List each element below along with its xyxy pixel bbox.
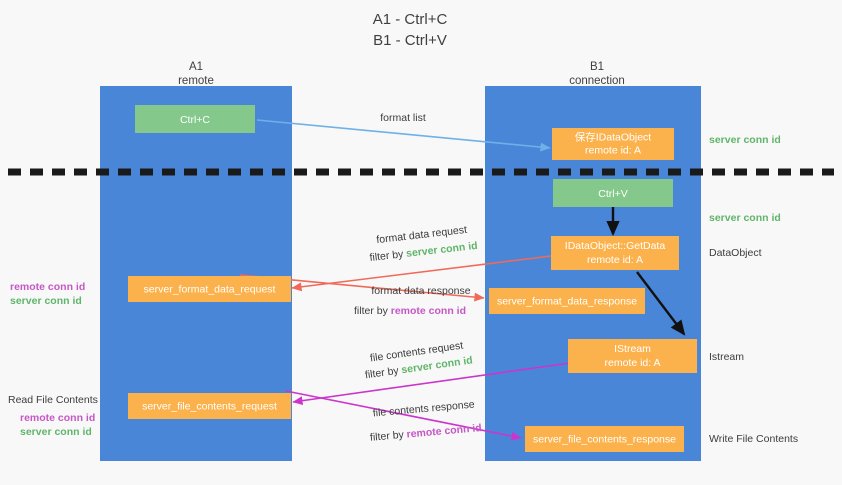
left-label-read-file-contents: Read File Contents xyxy=(8,394,98,406)
filter-prefix-1: filter by xyxy=(369,248,407,264)
arrow-format-list xyxy=(256,119,551,152)
node-server-file-contents-response[interactable]: server_file_contents_response xyxy=(525,426,684,452)
node-ctrl-v[interactable]: Ctrl+V xyxy=(553,179,673,207)
node-server-format-data-request[interactable]: server_format_data_request xyxy=(128,276,291,302)
node-server-format-data-response-label: server_format_data_response xyxy=(497,295,637,307)
arrow-label-format-list: format list xyxy=(380,112,426,124)
node-save-idataobject-line1: 保存IDataObject xyxy=(575,130,652,143)
node-save-idataobject-line2: remote id: A xyxy=(585,144,641,156)
node-server-file-contents-response-label: server_file_contents_response xyxy=(533,433,676,445)
left-label-remote-conn-id-1: remote conn id xyxy=(10,281,85,293)
node-server-format-data-response[interactable]: server_format_data_response xyxy=(489,288,645,314)
column-header-b1-name: B1 xyxy=(590,61,604,73)
node-getdata-line1: IDataObject::GetData xyxy=(565,240,666,252)
right-label-istream: Istream xyxy=(709,351,744,363)
column-header-b1-sub: connection xyxy=(569,75,625,87)
title-line-1: A1 - Ctrl+C xyxy=(373,11,448,28)
filter-prefix-4: filter by xyxy=(370,429,408,444)
node-ctrl-c-label: Ctrl+C xyxy=(180,114,210,126)
node-idataobject-getdata[interactable]: IDataObject::GetData remote id: A xyxy=(551,236,679,270)
node-save-idataobject[interactable]: 保存IDataObject remote id: A xyxy=(552,128,674,160)
right-label-dataobject: DataObject xyxy=(709,247,762,259)
right-label-server-conn-id-mid: server conn id xyxy=(709,212,781,224)
node-getdata-line2: remote id: A xyxy=(587,254,643,266)
left-label-server-conn-id-2: server conn id xyxy=(20,426,92,438)
arrow-file-contents-response xyxy=(285,390,522,441)
node-server-file-contents-request[interactable]: server_file_contents_request xyxy=(128,393,291,419)
node-istream-line2: remote id: A xyxy=(604,357,660,369)
left-label-remote-conn-id-2: remote conn id xyxy=(20,412,95,424)
right-label-server-conn-id-top: server conn id xyxy=(709,134,781,146)
filter-prefix-2: filter by xyxy=(354,305,391,317)
node-istream[interactable]: IStream remote id: A xyxy=(568,339,697,373)
arrow-label-group-format-data-response: format data response filter by remote co… xyxy=(354,285,471,317)
column-header-a1-name: A1 xyxy=(189,61,203,73)
node-server-file-contents-request-label: server_file_contents_request xyxy=(142,400,277,412)
arrow-getdata-to-istream xyxy=(636,271,686,336)
right-label-write-file-contents: Write File Contents xyxy=(709,433,798,445)
node-ctrl-v-label: Ctrl+V xyxy=(598,188,627,200)
filter-value-remote-conn-id-1: remote conn id xyxy=(391,305,466,317)
arrow-file-contents-request xyxy=(292,362,571,406)
column-header-a1-sub: remote xyxy=(178,75,214,87)
node-ctrl-c[interactable]: Ctrl+C xyxy=(135,105,255,133)
filter-prefix-3: filter by xyxy=(364,364,402,381)
arrow-label-format-data-response: format data response xyxy=(371,285,470,297)
arrow-label-format-data-response-filter: filter by remote conn id xyxy=(354,305,466,317)
arrow-format-data-request xyxy=(291,255,552,292)
node-server-format-data-request-label: server_format_data_request xyxy=(144,283,276,295)
node-istream-line1: IStream xyxy=(614,343,651,355)
left-label-server-conn-id-1: server conn id xyxy=(10,295,82,307)
title-line-2: B1 - Ctrl+V xyxy=(373,32,447,49)
